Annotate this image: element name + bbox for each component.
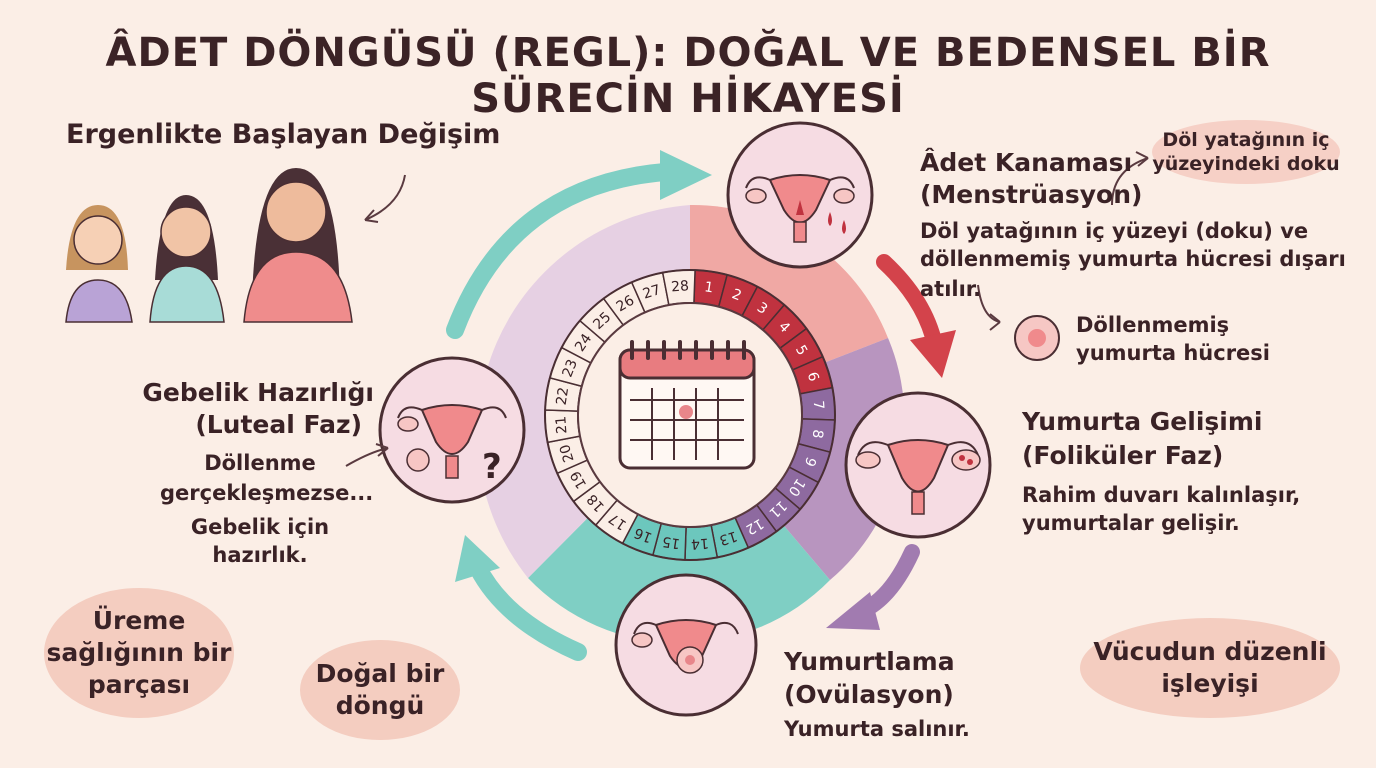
ovulation-title-line1: Yumurtlama (784, 647, 955, 676)
badge-reproductive-line2: sağlığının bir (46, 638, 232, 667)
menstruation-desc-line1: Döl yatağının iç yüzeyi (doku) ve (920, 219, 1309, 243)
luteal-desc-line2: gerçekleşmezse... (160, 481, 374, 505)
day-number-label: 27 (641, 282, 663, 303)
tissue-callout: Döl yatağının iç yüzeyindeki doku (1152, 120, 1340, 184)
egg-callout-line2: yumurta hücresi (1076, 341, 1270, 365)
luteal-title-line1: Gebelik Hazırlığı (142, 378, 374, 407)
cycle-arrow-teal-bottom (469, 559, 587, 661)
page-title: ÂDET DÖNGÜSÜ (REGL): DOĞAL VE BEDENSEL B… (105, 30, 1271, 122)
day-number-label: 8 (809, 428, 826, 439)
day-number-label: 20 (557, 442, 578, 464)
badge-natural-line1: Doğal bir (315, 659, 445, 688)
egg-callout-line1: Döllenmemiş (1076, 313, 1230, 337)
badge-body-line1: Vücudun düzenli (1093, 637, 1327, 666)
follicular-title-line2: (Foliküler Faz) (1022, 441, 1224, 470)
tissue-callout-line2: yüzeyindeki doku (1152, 153, 1340, 175)
egg-cell-icon (1014, 315, 1060, 361)
luteal-desc-line3: Gebelik için (190, 515, 330, 539)
svg-text:?: ? (482, 447, 502, 487)
ovulation-title-line2: (Ovülasyon) (784, 680, 954, 709)
uterus-icon-luteal: ? (378, 356, 526, 504)
day-number-label: 22 (554, 386, 572, 406)
day-number-label: 16 (632, 524, 654, 545)
calendar-icon (618, 340, 756, 470)
day-number-label: 28 (671, 278, 690, 295)
day-number-label: 7 (810, 400, 827, 410)
follicular-desc-line2: yumurtalar gelişir. (1022, 511, 1240, 535)
luteal-title-line2: (Luteal Faz) (195, 410, 362, 439)
girls-illustration (65, 168, 353, 323)
menstruation-title-line1: Âdet Kanaması (920, 148, 1133, 177)
day-number-label: 1 (703, 279, 714, 296)
luteal-pointer-arrow (345, 447, 389, 467)
tissue-callout-line1: Döl yatağının iç (1162, 129, 1330, 151)
badge-reproductive-health: Üreme sağlığının bir parçası (44, 588, 234, 718)
day-number-label: 21 (553, 415, 570, 434)
uterus-icon-menstruation (726, 121, 874, 269)
day-number-label: 23 (560, 357, 581, 379)
badge-reproductive-line1: Üreme (92, 606, 186, 635)
day-number-label: 26 (614, 292, 638, 315)
badge-body-function: Vücudun düzenli işleyişi (1080, 618, 1340, 718)
uterus-icon-ovulation (614, 573, 758, 717)
badge-body-line2: işleyişi (1161, 669, 1259, 698)
menstruation-title-line2: (Menstrüasyon) (920, 180, 1143, 209)
day-number-label: 12 (743, 515, 766, 538)
ovulation-desc: Yumurta salınır. (784, 717, 970, 741)
badge-natural-cycle: Doğal bir döngü (300, 640, 460, 740)
badge-natural-line2: döngü (335, 691, 425, 720)
day-number-label: 14 (690, 534, 709, 551)
puberty-heading: Ergenlikte Başlayan Değişim (66, 119, 501, 150)
luteal-desc-line4: hazırlık. (212, 543, 308, 567)
tissue-pointer-arrow (1111, 157, 1149, 206)
puberty-pointer-arrow (364, 174, 406, 221)
day-number-label: 15 (661, 533, 681, 551)
luteal-desc-line1: Döllenme (204, 451, 316, 475)
follicular-desc-line1: Rahim duvarı kalınlaşır, (1022, 483, 1301, 507)
follicular-title-line1: Yumurta Gelişimi (1022, 407, 1263, 436)
egg-pointer-arrow (977, 284, 1001, 323)
badge-reproductive-line3: parçası (87, 670, 191, 699)
day-number-label: 19 (567, 468, 590, 491)
cycle-arrow-teal-top (446, 163, 674, 339)
day-number-label: 13 (717, 527, 739, 548)
menstruation-desc-line2: döllenmemiş yumurta hücresi dışarı atılı… (920, 247, 1346, 301)
day-ring-border (544, 269, 836, 561)
uterus-icon-follicular (844, 391, 992, 539)
